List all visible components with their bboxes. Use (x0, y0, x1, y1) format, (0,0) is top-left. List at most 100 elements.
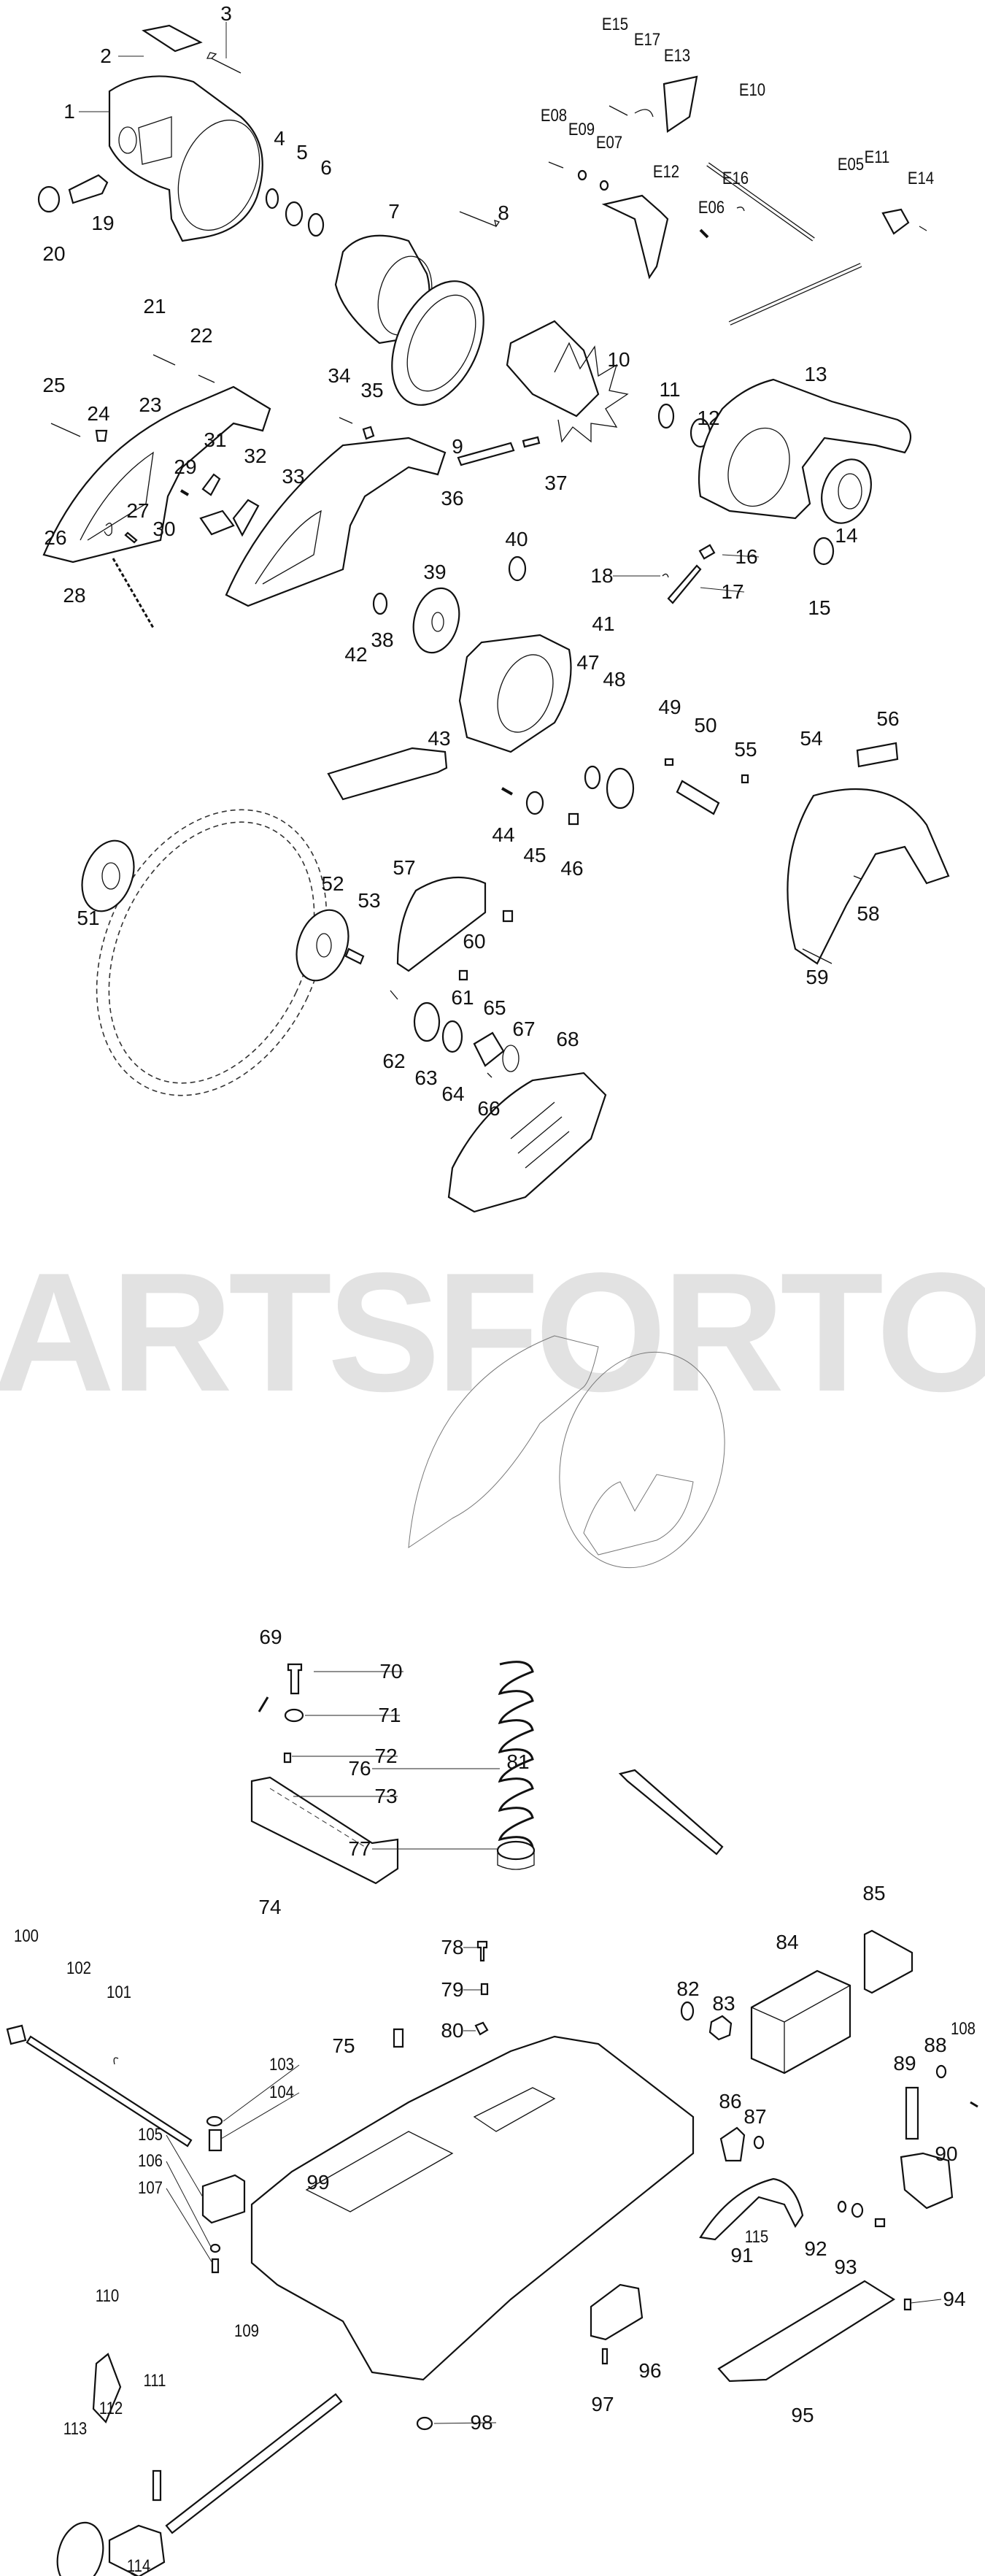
part-label: 14 (835, 524, 858, 547)
screw-21 (152, 354, 176, 366)
part-label: 63 (414, 1066, 438, 1089)
spring-e17 (634, 109, 654, 118)
part-label: 58 (857, 902, 880, 925)
part-label: E05 (837, 155, 865, 174)
lever-110 (92, 2353, 122, 2423)
plate-e11 (881, 208, 910, 235)
inner-flange-52 (296, 909, 349, 982)
clip-35 (362, 426, 375, 440)
part-label: 108 (950, 2019, 976, 2039)
part-label: 77 (348, 1837, 371, 1860)
part-label: 73 (374, 1785, 398, 1807)
part-label: E16 (722, 169, 749, 188)
part-label: 74 (258, 1896, 282, 1918)
spring-29 (179, 489, 190, 496)
bolt-81 (618, 1769, 724, 1856)
part-label: 107 (137, 2178, 163, 2198)
chain-28 (112, 558, 155, 628)
part-label: 6 (320, 156, 332, 179)
part-label: E13 (663, 46, 691, 66)
plate-64 (441, 1020, 463, 1053)
part-label: 92 (804, 2237, 827, 2260)
screw-e15 (609, 105, 628, 116)
vise-screw-109 (165, 2393, 343, 2534)
saw-head-outline (408, 1335, 725, 1569)
screw-3 (206, 52, 242, 74)
seal-45 (525, 791, 544, 815)
slide-32 (232, 499, 260, 537)
pin-89 (905, 2086, 919, 2140)
part-label: 3 (220, 2, 232, 25)
part-label: 106 (137, 2151, 163, 2171)
spring-e06 (699, 228, 709, 239)
part-label: 46 (560, 857, 584, 880)
part-label: 102 (66, 1958, 92, 1978)
part-label: 89 (893, 2052, 916, 2075)
part-label: 10 (607, 348, 630, 371)
nut-106 (209, 2243, 221, 2253)
part-label: 115 (744, 2227, 769, 2247)
part-label: 78 (441, 1936, 464, 1958)
clamp-bracket-74 (250, 1776, 399, 1885)
part-label: 83 (712, 1992, 735, 2015)
part-label: 59 (806, 966, 829, 988)
sleeve-37 (522, 436, 541, 448)
part-label: 36 (441, 487, 464, 510)
plate-e13 (663, 75, 698, 133)
bolt-e08 (548, 161, 564, 169)
part-label: 37 (544, 472, 568, 494)
part-label: 35 (360, 379, 384, 401)
safety-cover-57 (396, 876, 487, 972)
part-label: 27 (126, 499, 150, 522)
handle-half-33 (225, 437, 447, 607)
plate-63 (413, 1001, 441, 1042)
bolt-8 (459, 211, 501, 228)
base-99 (250, 2035, 695, 2381)
part-label: E14 (907, 169, 935, 188)
part-label: 113 (63, 2419, 88, 2439)
gear-14 (821, 458, 872, 524)
part-label: 76 (348, 1757, 371, 1780)
shaft-102 (26, 2035, 193, 2148)
part-label: 7 (388, 200, 400, 223)
screw-94 (903, 2298, 912, 2311)
screw-97 (601, 2348, 609, 2365)
part-label: 19 (91, 212, 115, 234)
part-label: 32 (244, 445, 267, 467)
part-label: 24 (87, 402, 110, 425)
lock-lever-91 (699, 2177, 804, 2241)
plate-85 (863, 1929, 913, 1994)
part-label: 93 (834, 2256, 857, 2278)
part-label: 31 (204, 428, 227, 451)
part-label: 82 (676, 1977, 700, 2000)
clip-101 (113, 2057, 119, 2065)
washer-4 (265, 188, 279, 209)
washer-71 (284, 1708, 304, 1723)
washer-e09 (577, 169, 587, 181)
part-label: 95 (791, 2404, 814, 2426)
part-label: 85 (862, 1882, 886, 1904)
part-label: 4 (274, 127, 285, 150)
part-label: 17 (721, 580, 744, 603)
spring-44 (501, 787, 513, 796)
shoe-43 (327, 747, 448, 801)
part-label: 16 (735, 545, 758, 568)
part-label: 70 (379, 1660, 403, 1683)
part-label: 34 (328, 364, 351, 387)
gear-39 (412, 587, 460, 654)
bolt-53 (344, 947, 365, 965)
part-label: 45 (523, 844, 546, 866)
spindle-50 (676, 780, 720, 815)
end-cap-100 (6, 2024, 27, 2045)
part-label: 42 (344, 643, 368, 666)
part-label: 99 (306, 2171, 330, 2194)
screw-46 (568, 812, 579, 826)
part-label: E06 (698, 198, 725, 218)
vise-bracket-112 (108, 2524, 166, 2576)
pin-114 (131, 2572, 139, 2576)
part-label: 1 (63, 100, 75, 123)
blade-guard-54 (787, 788, 950, 965)
part-label: 51 (77, 907, 100, 929)
washer-103 (206, 2115, 223, 2127)
